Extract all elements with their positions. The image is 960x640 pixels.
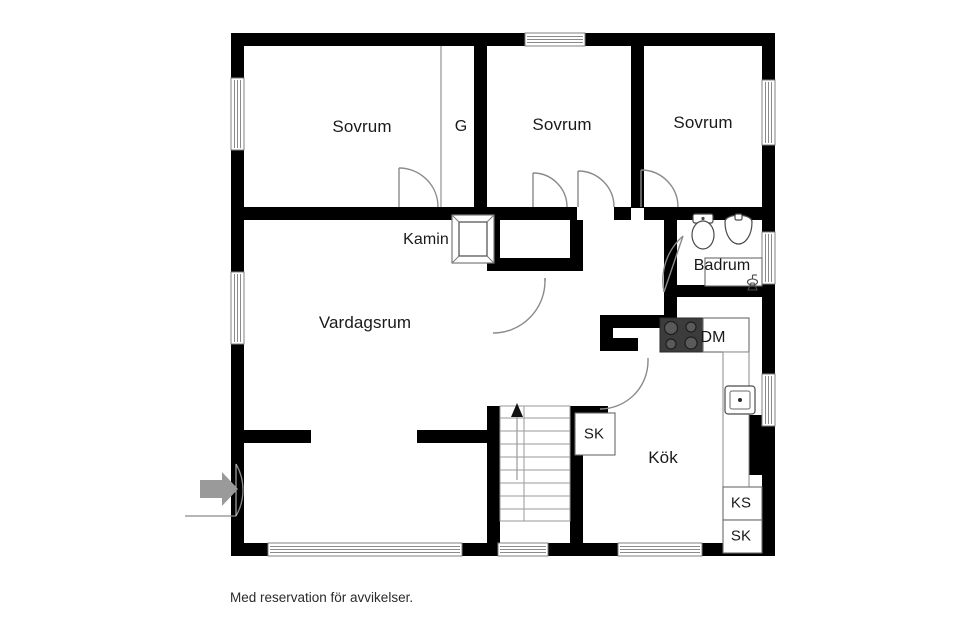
staircase [499,403,571,522]
room-label-sk-hall: SK [583,425,605,443]
dishwasher-box [702,317,750,353]
entry-direction-arrow-icon [200,472,238,506]
window-right-1 [761,79,776,146]
window-left-1 [230,77,245,151]
room-label-sovrum-right: Sovrum [673,113,733,132]
interior-walls [236,36,762,556]
room-label-ks: KS [730,494,752,512]
hall-cabinet-box [574,412,616,456]
door-badrum [662,235,684,293]
doors [398,167,684,410]
kitchen-cabinet-box [722,519,763,554]
door-sovrum-left [398,167,439,208]
fireplace-icon [451,214,495,264]
room-label-kok: Kök [648,448,678,467]
door-sovrum-mid-a [532,172,568,208]
toilet-icon [691,213,715,250]
room-label-sk-kok: SK [730,527,752,545]
room-label-dm: DM [700,329,726,346]
washbasin-icon [724,213,753,245]
door-sovrum-right [640,169,679,208]
window-left-2 [230,271,245,345]
windows [230,32,776,557]
room-label-sovrum-left: Sovrum [332,117,392,136]
window-bottom-2 [497,542,549,557]
room-label-badrum: Badrum [693,257,751,274]
kitchen-sink-icon [724,385,756,415]
room-label-vardagsrum: Vardagsrum [318,313,412,332]
window-right-3 [761,373,776,427]
door-kok [599,358,649,410]
fridge-box [722,486,763,521]
disclaimer-caption: Med reservation för avvikelser. [230,590,414,605]
door-sovrum-mid-b [577,170,615,208]
room-label-sovrum-mid: Sovrum [532,115,592,134]
front-entry-door[interactable] [185,463,244,517]
window-right-2 [761,231,776,285]
window-bottom-3 [617,542,703,557]
window-bottom-1 [267,542,463,557]
shower-icon [704,257,763,291]
room-label-kamin: Kamin [403,231,449,248]
stair-up-arrow-icon [511,403,523,480]
kitchen-counter [722,351,750,488]
stove-icon [659,317,704,353]
window-top-1 [524,32,586,47]
room-label-garderob: G [454,118,468,135]
